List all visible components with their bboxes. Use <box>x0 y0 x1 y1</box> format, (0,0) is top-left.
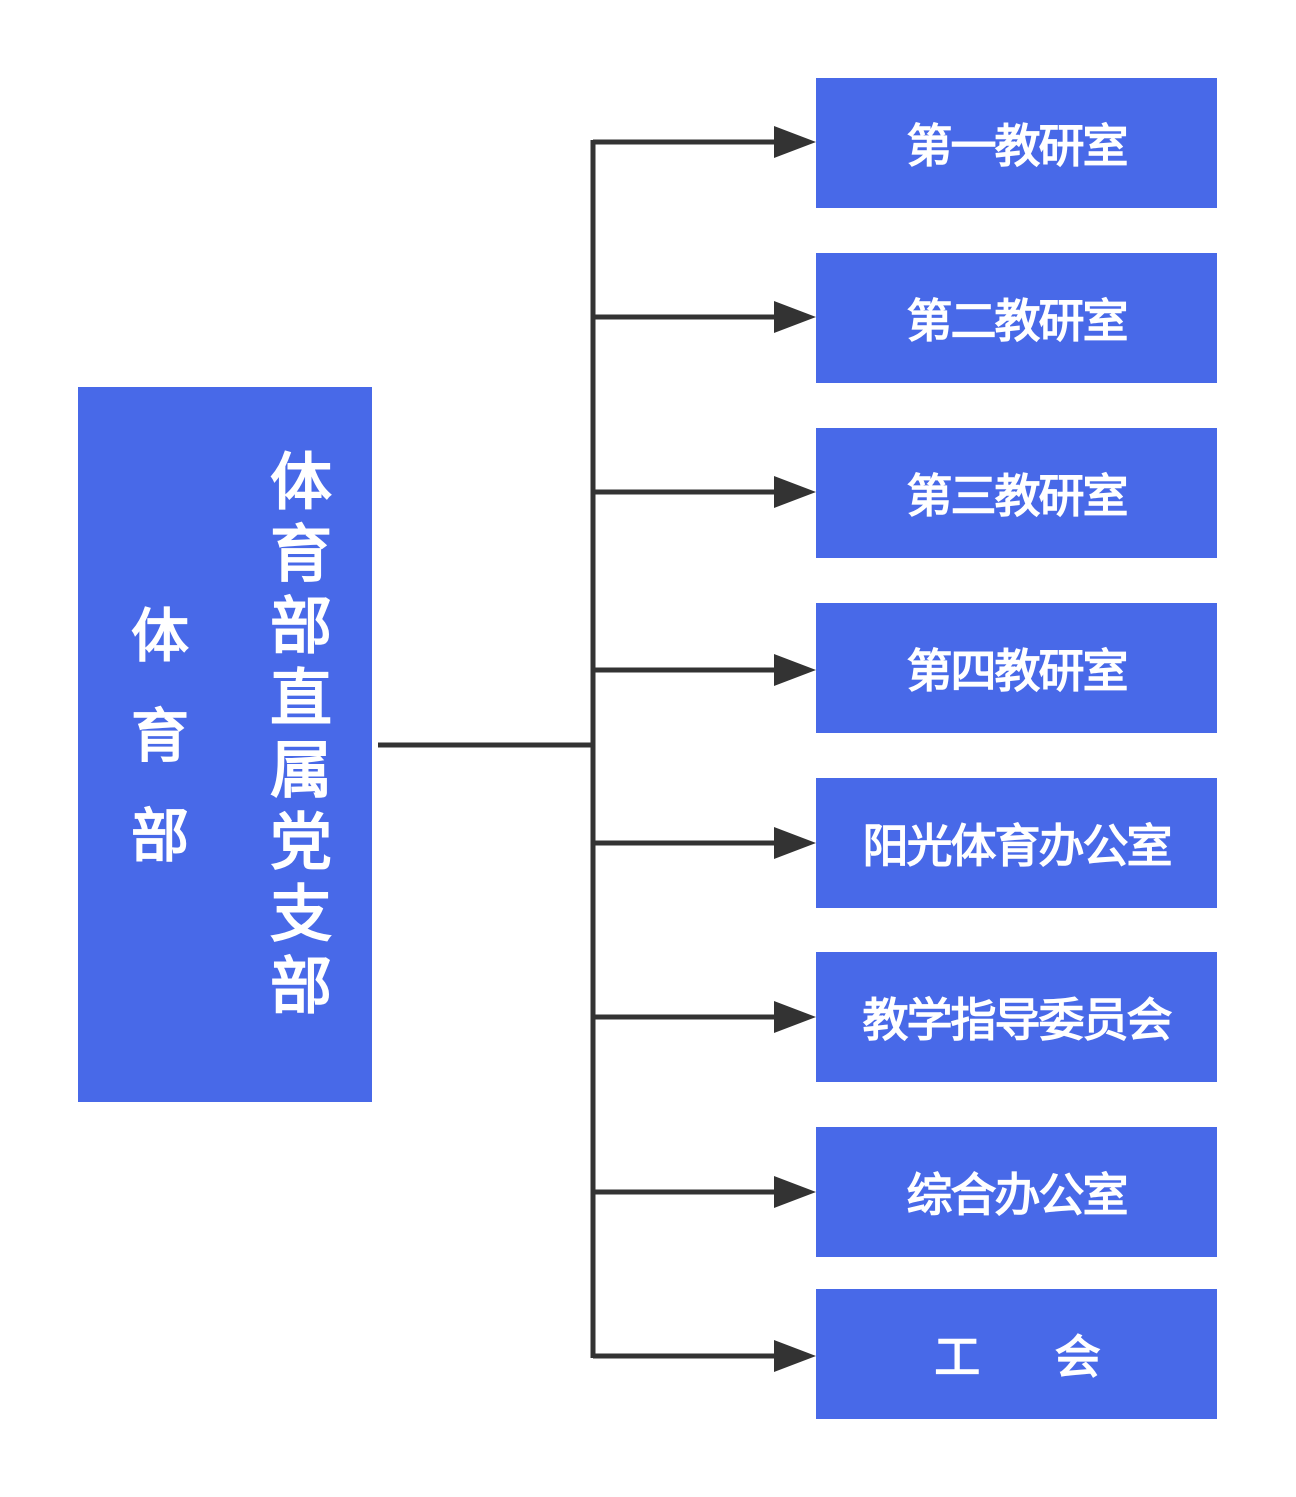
arrow-head-icon <box>774 1001 816 1033</box>
child-label-char: 工 <box>934 1330 980 1384</box>
child-label: 第四教研室 <box>906 644 1129 698</box>
root-node-physical-education-dept: 体育部 体育部直属党支部 <box>78 387 372 1102</box>
child-node: 第四教研室 <box>816 603 1217 733</box>
child-node: 第二教研室 <box>816 253 1217 383</box>
arrow-head-icon <box>774 1340 816 1372</box>
arrow-head-icon <box>774 476 816 508</box>
child-label: 第二教研室 <box>906 294 1129 348</box>
child-label: 阳光体育办公室 <box>862 819 1173 873</box>
child-label-char: 会 <box>1054 1330 1101 1384</box>
child-node: 第三教研室 <box>816 428 1217 558</box>
child-label: 第三教研室 <box>906 469 1129 523</box>
arrow-head-icon <box>774 827 816 859</box>
arrow-head-icon <box>774 1176 816 1208</box>
child-node: 教学指导委员会 <box>816 952 1217 1082</box>
child-node: 第一教研室 <box>816 78 1217 208</box>
child-label: 教学指导委员会 <box>862 993 1173 1047</box>
child-node: 综合办公室 <box>816 1127 1217 1257</box>
child-label: 第一教研室 <box>906 119 1129 173</box>
arrow-head-icon <box>774 301 816 333</box>
party-branch-vertical: 体育部直属党支部 <box>259 449 332 1025</box>
arrow-head-icon <box>774 654 816 686</box>
child-node-union: 工 会 <box>816 1289 1217 1419</box>
arrow-head-icon <box>774 126 816 158</box>
child-label: 综合办公室 <box>906 1168 1129 1222</box>
child-node: 阳光体育办公室 <box>816 778 1217 908</box>
root-name-vertical: 体育部 <box>121 605 189 905</box>
